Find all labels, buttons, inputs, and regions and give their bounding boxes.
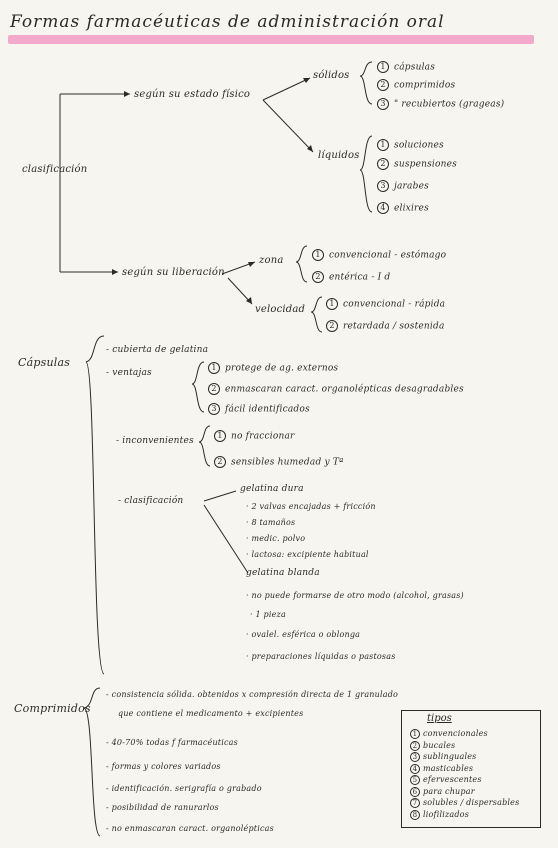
dura-item: · lactosa: excipiente habitual: [246, 550, 369, 559]
comprimidos-item: que contiene el medicamento + excipiente…: [118, 709, 304, 718]
blanda-item: · no puede formarse de otro modo (alcoho…: [246, 591, 464, 600]
page-title: Formas farmacéuticas de administración o…: [10, 12, 445, 32]
comprimidos-item: - identificación. serigrafía o grabado: [106, 784, 262, 793]
tipos-box: [401, 710, 541, 828]
blanda-item: · preparaciones líquidas o pastosas: [246, 652, 396, 661]
comprimidos-heading: Comprimidos: [14, 702, 91, 715]
comprimidos-item: - posibilidad de ranurarlos: [106, 803, 219, 812]
comprimidos-item: - consistencia sólida. obtenidos x compr…: [106, 690, 399, 699]
estado-fisico-label: según su estado físico: [134, 89, 251, 100]
inconvenientes-label: - inconvenientes: [116, 436, 194, 446]
capsulas-cubierta: - cubierta de gelatina: [106, 345, 209, 355]
gelatina-blanda-label: gelatina blanda: [246, 568, 320, 578]
blanda-item: · ovalel. esférica o oblonga: [246, 630, 361, 639]
clasificacion-root: clasificación: [22, 164, 88, 175]
dura-item: · 8 tamaños: [246, 518, 296, 527]
title-highlight: [8, 35, 534, 44]
velocidad-label: velocidad: [255, 304, 306, 315]
solidos-label: sólidos: [313, 70, 350, 81]
blanda-item: · 1 pieza: [250, 610, 286, 619]
liquidos-label: líquidos: [318, 150, 360, 161]
tipos-title: tipos: [427, 713, 452, 724]
zona-label: zona: [259, 255, 284, 266]
clasificacion-capsulas-label: - clasificación: [118, 496, 184, 506]
comprimidos-item: - 40-70% todas f farmacéuticas: [106, 738, 238, 747]
capsulas-heading: Cápsulas: [18, 356, 71, 369]
ventajas-label: - ventajas: [106, 368, 152, 378]
solidos-item: 3" recubiertos (grageas): [377, 98, 504, 110]
comprimidos-item: - formas y colores variados: [106, 762, 221, 771]
comprimidos-item: - no enmascaran caract. organolépticas: [106, 824, 274, 833]
dura-item: · 2 valvas encajadas + fricción: [246, 502, 376, 511]
gelatina-dura-label: gelatina dura: [240, 484, 304, 494]
liberacion-label: según su liberación: [122, 267, 225, 278]
dura-item: · medic. polvo: [246, 534, 306, 543]
